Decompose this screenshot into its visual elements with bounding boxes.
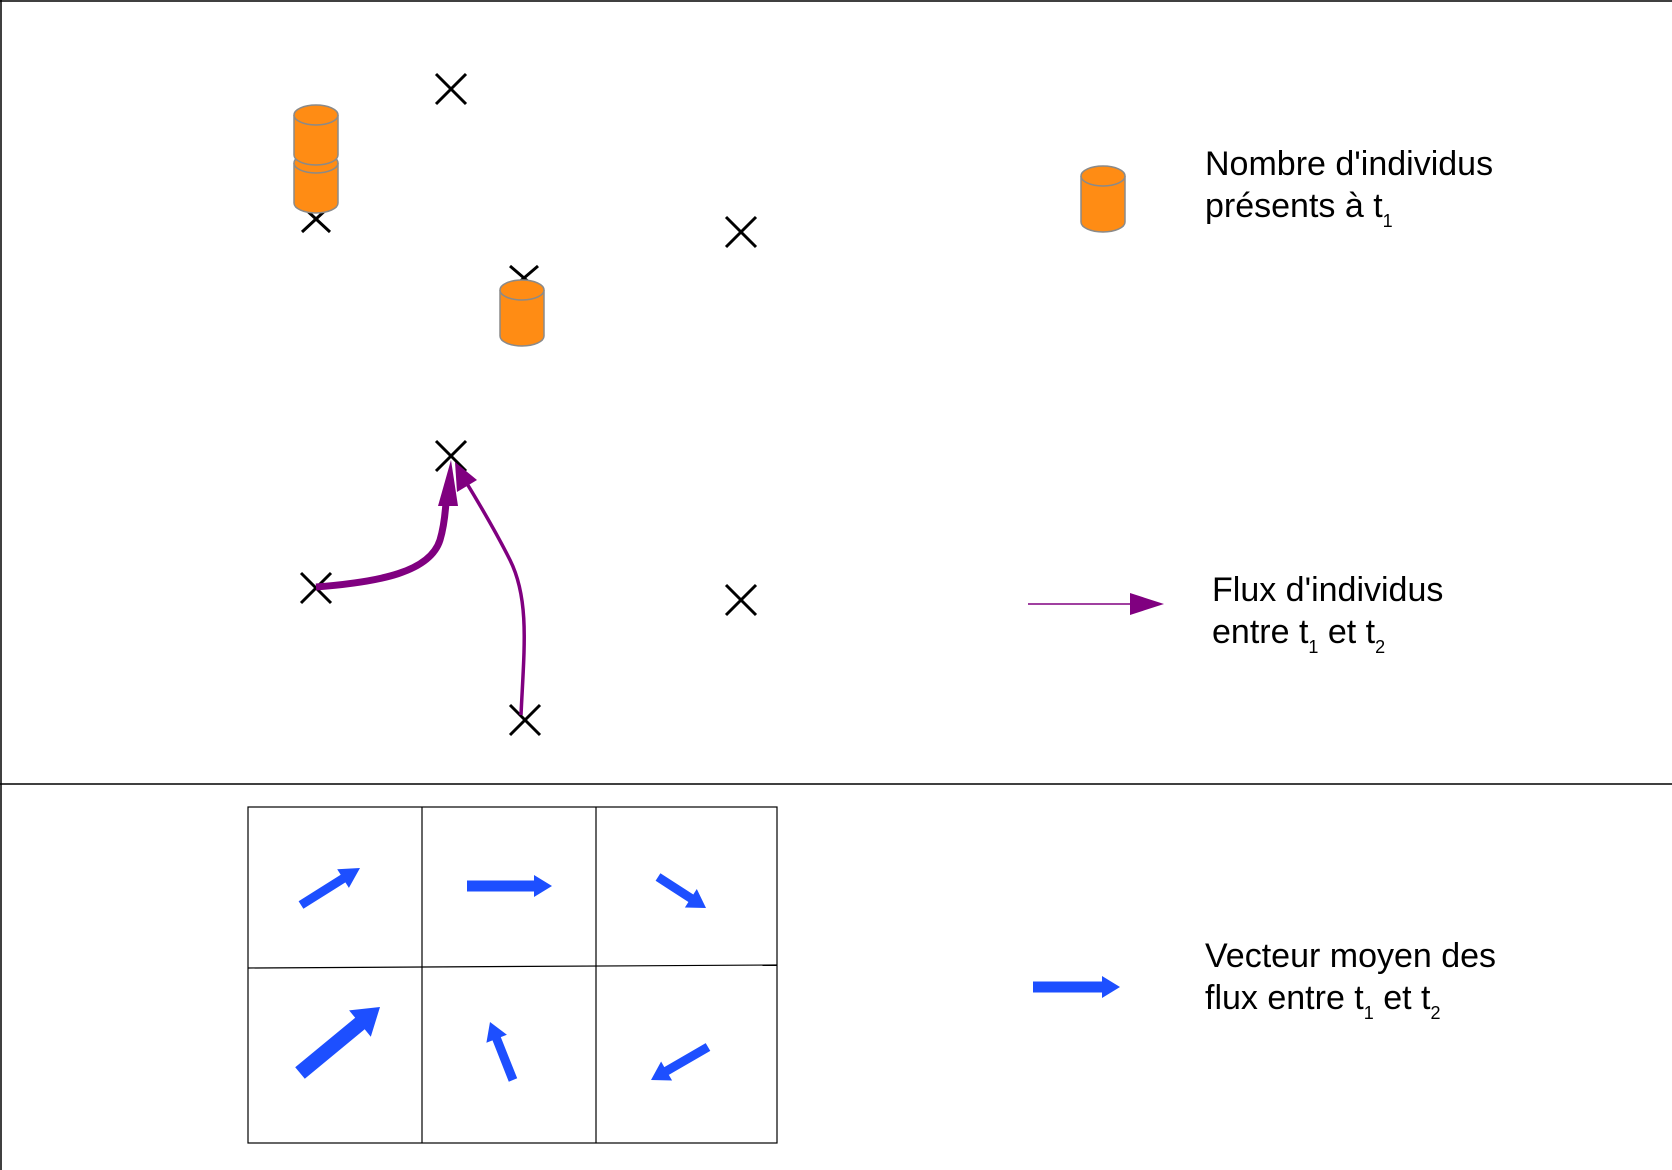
legend-vector-arrow xyxy=(1033,976,1120,998)
flux-arrow-thin xyxy=(455,462,526,716)
legend-flux-label: Flux d'individus entre t1 et t2 xyxy=(1212,569,1444,657)
section-individuals xyxy=(293,72,1126,347)
cylinder-icon xyxy=(293,104,339,166)
mean-vector-arrow xyxy=(486,1022,518,1082)
cross-marker-icon xyxy=(434,439,468,473)
cylinder-icon xyxy=(499,279,545,347)
legend-cylinder-icon xyxy=(1080,165,1126,233)
mean-vector-arrow xyxy=(651,1043,711,1081)
cross-marker-icon xyxy=(724,583,758,617)
legend-vector-line2: flux entre t1 et t2 xyxy=(1205,979,1441,1023)
vector-arrows xyxy=(295,868,711,1082)
legend-flux-arrow-icon xyxy=(1028,593,1164,615)
cross-marker-icon xyxy=(299,571,333,605)
legend-flux-line1: Flux d'individus xyxy=(1212,571,1444,609)
legend-flux-line2: entre t1 et t2 xyxy=(1212,613,1386,657)
legend-vector-arrow-icon xyxy=(1033,976,1120,998)
legend-individuals-line2: présents à t1 xyxy=(1205,187,1393,231)
mean-vector-arrow xyxy=(298,868,360,909)
flux-arrow-thick xyxy=(315,460,458,591)
mean-vector-arrow xyxy=(295,1007,380,1079)
cross-marker-icon xyxy=(434,72,468,106)
section-flux xyxy=(299,439,1164,737)
legend-individuals-line1: Nombre d'individus xyxy=(1205,145,1494,183)
cross-marker-icon xyxy=(508,703,542,737)
vector-grid xyxy=(247,806,778,1144)
legend-vector-label: Vecteur moyen des flux entre t1 et t2 xyxy=(1205,935,1497,1023)
mean-vector-arrow xyxy=(467,875,552,897)
mean-vector-arrow xyxy=(655,873,706,908)
cross-marker-icon xyxy=(724,215,758,249)
legend-individuals-label: Nombre d'individus présents à t1 xyxy=(1205,143,1494,231)
legend-vector-line1: Vecteur moyen des xyxy=(1205,937,1497,975)
